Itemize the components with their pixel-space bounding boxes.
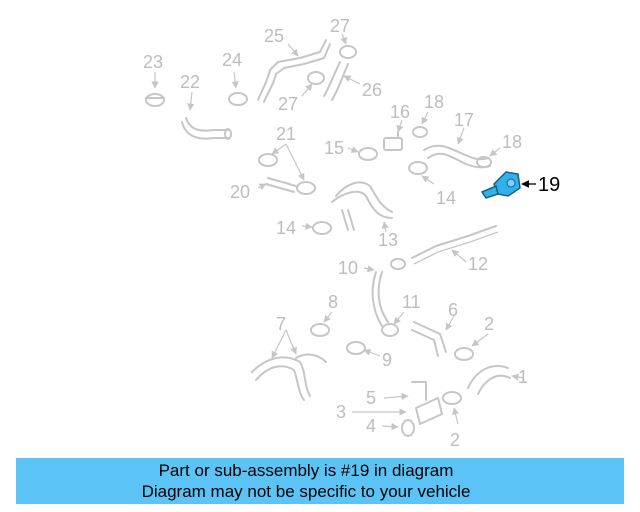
callout-13: 13 (378, 230, 398, 250)
part-15-clamp (347, 146, 378, 161)
callout-2b: 2 (450, 430, 460, 450)
part-14-clamp-b (301, 221, 332, 235)
part-12-pipe (411, 225, 499, 265)
callout-7: 7 (276, 314, 286, 334)
part-20-hose (257, 177, 297, 193)
callout-17: 17 (454, 110, 474, 130)
part-5-bracket (383, 381, 427, 401)
part-2-clamp-b (442, 391, 462, 425)
part-26-hose (323, 61, 361, 101)
part-4-ring (381, 419, 415, 437)
callout-4: 4 (366, 416, 376, 436)
callout-21: 21 (276, 124, 296, 144)
part-7-hose (251, 329, 327, 401)
part-1-hose (467, 365, 525, 395)
part-27-clamps (301, 33, 357, 97)
part-11-clamp (381, 311, 405, 337)
callout-19: 19 (538, 174, 560, 196)
callout-10: 10 (338, 258, 358, 278)
part-21-clamps (258, 143, 316, 195)
part-18-clamp-b (476, 147, 501, 168)
part-8-clamp (310, 311, 333, 337)
part-17-hose (423, 127, 491, 169)
parts-diagram: 1 2 2 3 4 5 6 7 8 9 10 11 12 13 14 14 15… (143, 16, 560, 450)
callout-18a: 18 (424, 92, 444, 112)
banner-line-1: Part or sub-assembly is #19 in diagram (158, 461, 454, 480)
callout-16: 16 (390, 102, 410, 122)
callout-14b: 14 (276, 218, 296, 238)
callout-27b: 27 (278, 94, 298, 114)
part-6-fitting (411, 315, 455, 357)
callout-9: 9 (382, 350, 392, 370)
callout-6: 6 (448, 300, 458, 320)
callout-14a: 14 (436, 188, 456, 208)
callout-8: 8 (328, 292, 338, 312)
part-14-clamp-a (408, 161, 435, 185)
callout-12: 12 (468, 254, 488, 274)
part-10-hose (363, 258, 406, 327)
callout-2a: 2 (484, 314, 494, 334)
callout-24: 24 (222, 50, 242, 70)
banner-line-2: Diagram may not be specific to your vehi… (141, 482, 471, 501)
callout-25: 25 (264, 26, 284, 46)
part-16-fitting (383, 119, 404, 151)
part-25-pipe (257, 39, 331, 103)
part-23-clamp (145, 72, 165, 107)
part-19-valve-highlighted[interactable] (480, 171, 536, 199)
info-banner: Part or sub-assembly is #19 in diagram D… (16, 458, 624, 504)
callout-22: 22 (180, 72, 200, 92)
callout-18b: 18 (502, 132, 522, 152)
part-18-clamp-a (412, 111, 429, 138)
callout-11: 11 (402, 292, 421, 312)
callout-3: 3 (336, 402, 346, 422)
part-13-hose (331, 181, 393, 233)
part-9-clamp (346, 341, 381, 357)
part-24-clamp (228, 71, 248, 106)
callout-15: 15 (324, 138, 344, 158)
callout-1: 1 (518, 367, 528, 387)
part-2-clamp-a (454, 333, 489, 361)
callout-labels: 1 2 2 3 4 5 6 7 8 9 10 11 12 13 14 14 15… (143, 16, 560, 450)
part-3-assembly (352, 397, 443, 425)
callout-20: 20 (230, 182, 250, 202)
callout-26: 26 (362, 80, 382, 100)
callout-5: 5 (366, 388, 376, 408)
callout-27a: 27 (330, 16, 350, 36)
part-22-hose (181, 91, 232, 140)
callout-23: 23 (143, 52, 163, 72)
